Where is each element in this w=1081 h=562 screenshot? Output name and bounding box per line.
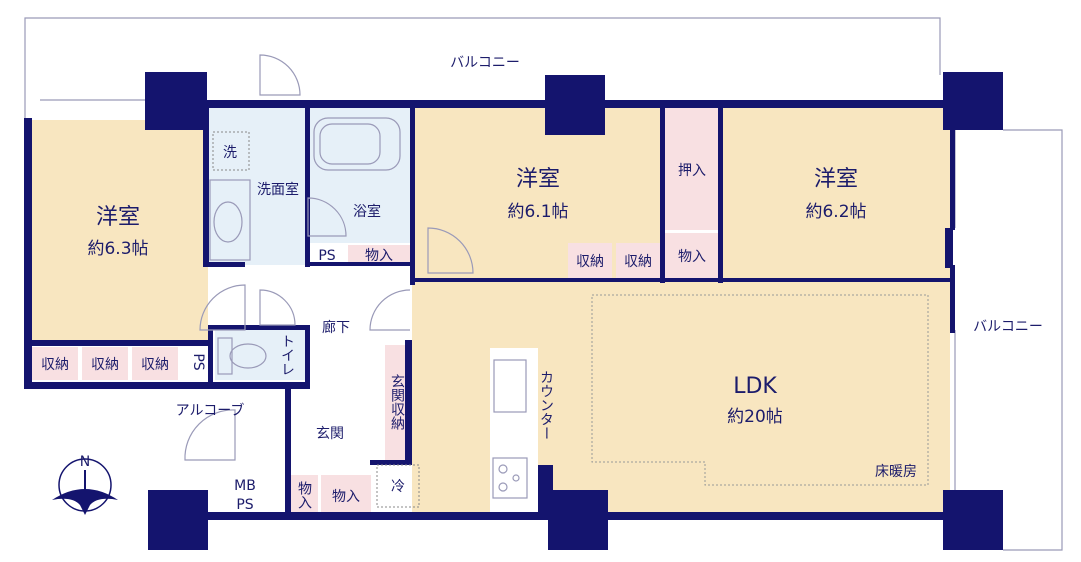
closet-r1c-label: 収納: [141, 357, 169, 373]
floor-heating-label: 床暖房: [875, 464, 917, 480]
balcony-right-label: バルコニー: [973, 319, 1043, 335]
compass-icon: N: [52, 454, 118, 515]
ps-label-2: PS: [190, 353, 206, 370]
storage-entrance-a-label: 物入: [296, 481, 312, 509]
storage-entrance-b: [321, 475, 371, 515]
storage-r3: [665, 233, 718, 278]
bathroom: [308, 108, 410, 243]
room2-size: 約6.1帖: [507, 202, 568, 222]
doors: [184, 54, 474, 461]
floor-heating-area: [591, 294, 929, 486]
closet-r2b-label: 収納: [624, 254, 652, 270]
room1-name: 洋室: [96, 205, 140, 230]
room3-name: 洋室: [814, 167, 858, 192]
closet-r1a-label: 収納: [41, 357, 69, 373]
washroom: [207, 108, 305, 265]
washer-box: [212, 131, 250, 171]
oshiire-label: 押入: [678, 163, 706, 179]
storage-entrance-b-label: 物入: [332, 489, 360, 505]
ps-box-1: [308, 245, 346, 265]
bath-label: 浴室: [353, 203, 381, 220]
storage-bath: [348, 245, 410, 265]
stove-icon: [492, 457, 528, 499]
room-western-1: [28, 120, 208, 345]
oshiire: [665, 108, 718, 230]
kitchen-sink: [493, 359, 527, 413]
closet-r1c: [132, 347, 178, 380]
closet-r2b: [616, 243, 660, 278]
mb-ps-label: PS: [236, 497, 253, 513]
ldk-name: LDK: [733, 374, 777, 399]
room-western-3: [722, 108, 950, 280]
mb-label: MB: [234, 478, 256, 494]
storage-entrance-a: [290, 475, 318, 515]
walls: [24, 72, 1003, 550]
closet-r2a: [568, 243, 612, 278]
closet-r1b-label: 収納: [91, 357, 119, 373]
bathtub-icon: [313, 117, 401, 171]
ldk-size: 約20帖: [727, 407, 783, 427]
counter-label: カウンター: [538, 370, 554, 440]
entrance-label: 玄関: [316, 425, 344, 442]
washroom-label: 洗面室: [257, 181, 299, 198]
balcony-top-label: バルコニー: [450, 55, 520, 71]
closet-r1a: [32, 347, 78, 380]
toilet-icon: [217, 337, 267, 375]
washer-label: 洗: [223, 145, 237, 161]
room3-size: 約6.2帖: [805, 202, 866, 222]
storage-r3-label: 物入: [678, 249, 706, 265]
fridge-label: 冷: [391, 479, 405, 495]
sink-icon: [209, 179, 251, 261]
kitchen-counter: [490, 348, 538, 515]
toilet-label: トイレ: [279, 334, 295, 376]
ps-label: PS: [318, 248, 335, 264]
room1-size: 約6.3帖: [87, 239, 148, 259]
fridge-box: [376, 464, 420, 508]
storage-bath-label: 物入: [365, 248, 393, 264]
closet-r2a-label: 収納: [576, 254, 604, 270]
alcove-label: アルコーブ: [176, 402, 245, 419]
entrance-storage-label: 玄関収納: [389, 373, 405, 431]
closet-r1b: [82, 347, 128, 380]
room2-name: 洋室: [516, 167, 560, 192]
hallway-label: 廊下: [322, 319, 350, 336]
north-label: N: [80, 454, 90, 470]
